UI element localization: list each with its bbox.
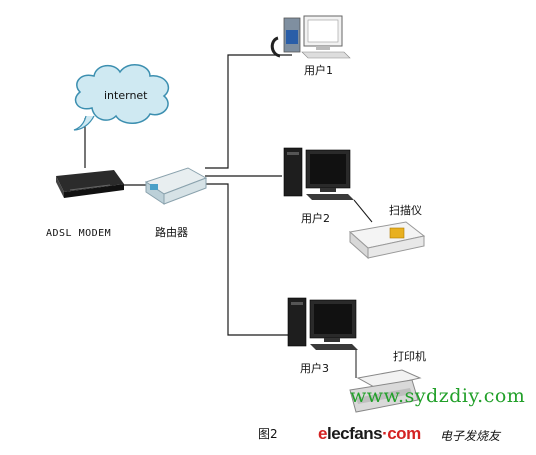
figure-caption: 图2 (258, 427, 278, 441)
router-label: 路由器 (155, 225, 188, 239)
computer-user3-icon (287, 297, 358, 350)
link-user2-scanner (353, 199, 373, 223)
adsl-modem-icon (56, 170, 124, 198)
scanner-label: 扫描仪 (389, 203, 422, 217)
printer-label: 打印机 (393, 349, 426, 363)
user1-label: 用户1 (304, 63, 333, 77)
brand-logo: elecfans·com (318, 424, 421, 444)
computer-user2-icon (283, 147, 354, 200)
link-router-user3 (205, 183, 288, 336)
watermark-url: www.sydzdiy.com (350, 385, 526, 407)
scanner-icon (348, 221, 426, 260)
brand-dotcom: ·com (382, 424, 421, 443)
internet-cloud: internet (73, 64, 170, 131)
brand-mid: lecfans (326, 424, 383, 443)
modem-label: ADSL MODEM (46, 228, 111, 239)
brand-e: e (318, 424, 327, 443)
router-icon (144, 167, 208, 205)
user3-label: 用户3 (300, 361, 329, 375)
printer-icon (349, 369, 422, 413)
user2-label: 用户2 (301, 211, 330, 225)
computer-user1-icon (270, 15, 351, 59)
internet-label: internet (104, 89, 148, 102)
link-router-user1 (205, 54, 292, 169)
brand-cn-text: 电子发烧友 (440, 429, 501, 443)
